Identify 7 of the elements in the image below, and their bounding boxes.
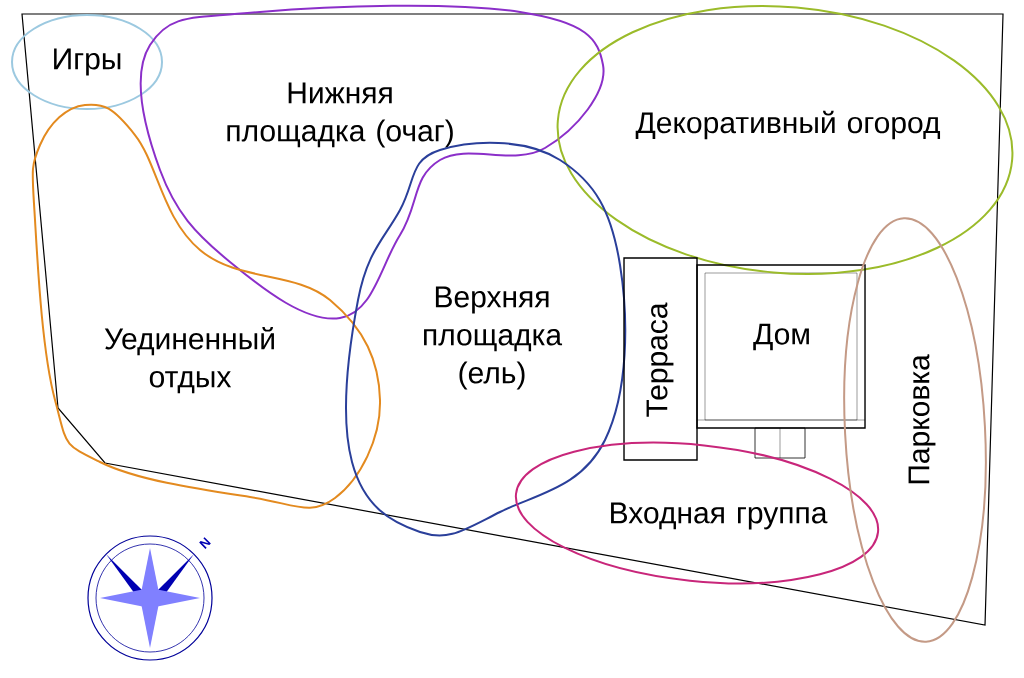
direction-letter: N — [199, 537, 211, 549]
building-outline: Терраса — [623, 257, 698, 461]
zone-outline: Игры — [11, 14, 163, 110]
zone-outline: Декоративный огород — [556, 5, 1014, 275]
zone-outline: Входная группа — [515, 441, 879, 585]
building-outline: Дом — [696, 264, 866, 429]
zone-outline: Парковка — [843, 217, 987, 643]
